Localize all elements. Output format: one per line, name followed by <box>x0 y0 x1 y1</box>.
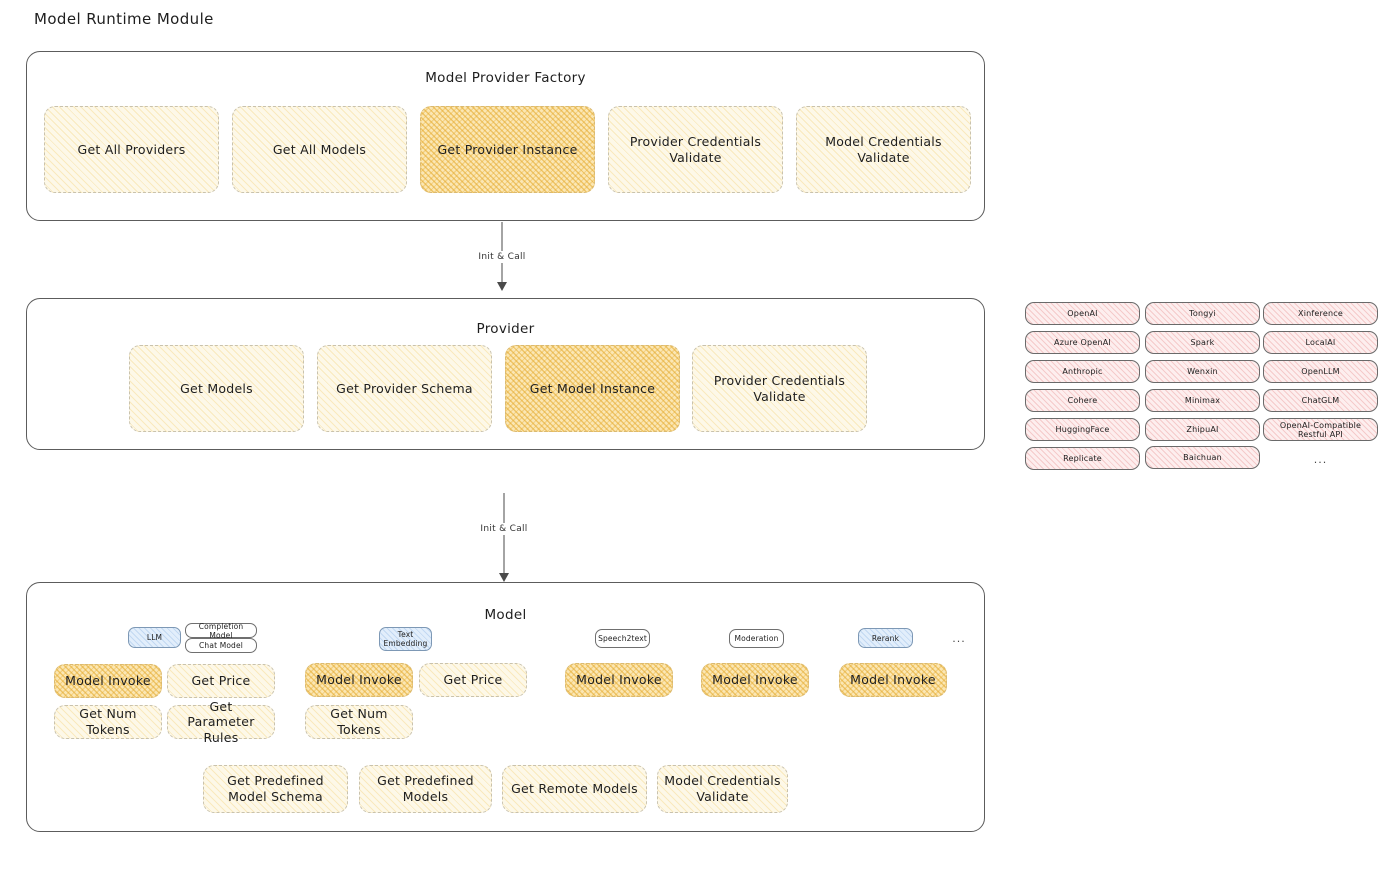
text-embedding-method-get-num-tokens[interactable]: Get Num Tokens <box>305 705 413 739</box>
provider-pill-minimax[interactable]: Minimax <box>1145 389 1260 412</box>
model-type-badge-rerank[interactable]: Rerank <box>858 628 913 648</box>
arrow-label-init-and-call-1: Init & Call <box>474 251 530 263</box>
rerank-method-model-invoke[interactable]: Model Invoke <box>839 663 947 697</box>
model-provider-factory-title: Model Provider Factory <box>425 70 586 86</box>
provider-pill-huggingface[interactable]: HuggingFace <box>1025 418 1140 441</box>
arrow-head <box>499 573 509 582</box>
provider-list-more-ellipsis: ... <box>1313 452 1328 466</box>
model-method-get-predefined-models[interactable]: Get Predefined Models <box>359 765 492 813</box>
arrow-head <box>497 282 507 291</box>
provider-pill-azure-openai[interactable]: Azure OpenAI <box>1025 331 1140 354</box>
speech2text-method-model-invoke[interactable]: Model Invoke <box>565 663 673 697</box>
provider-pill-localai[interactable]: LocalAI <box>1263 331 1378 354</box>
provider-pill-openai[interactable]: OpenAI <box>1025 302 1140 325</box>
model-method-get-remote-models[interactable]: Get Remote Models <box>502 765 647 813</box>
provider-title: Provider <box>476 321 535 337</box>
provider-pill-xinference[interactable]: Xinference <box>1263 302 1378 325</box>
model-method-model-credentials-validate[interactable]: Model Credentials Validate <box>657 765 788 813</box>
llm-method-get-num-tokens[interactable]: Get Num Tokens <box>54 705 162 739</box>
provider-method-get-model-instance[interactable]: Get Model Instance <box>505 345 680 432</box>
factory-method-get-all-models[interactable]: Get All Models <box>232 106 407 193</box>
provider-method-get-provider-schema[interactable]: Get Provider Schema <box>317 345 492 432</box>
factory-method-provider-credentials-validate[interactable]: Provider Credentials Validate <box>608 106 783 193</box>
page-title: Model Runtime Module <box>34 10 214 28</box>
factory-method-model-credentials-validate[interactable]: Model Credentials Validate <box>796 106 971 193</box>
provider-method-get-models[interactable]: Get Models <box>129 345 304 432</box>
provider-pill-chatglm[interactable]: ChatGLM <box>1263 389 1378 412</box>
model-type-badge-speech2text[interactable]: Speech2text <box>595 629 650 648</box>
provider-pill-spark[interactable]: Spark <box>1145 331 1260 354</box>
model-types-more-ellipsis: ... <box>952 631 966 645</box>
text-embedding-method-get-price[interactable]: Get Price <box>419 663 527 697</box>
arrow-provider-to-model <box>480 493 528 582</box>
provider-pill-baichuan[interactable]: Baichuan <box>1145 446 1260 469</box>
llm-method-get-price[interactable]: Get Price <box>167 664 275 698</box>
moderation-method-model-invoke[interactable]: Model Invoke <box>701 663 809 697</box>
provider-pill-zhipuai[interactable]: ZhipuAI <box>1145 418 1260 441</box>
model-subtype-badge-chat-model[interactable]: Chat Model <box>185 638 257 653</box>
provider-method-provider-credentials-validate[interactable]: Provider Credentials Validate <box>692 345 867 432</box>
text-embedding-method-model-invoke[interactable]: Model Invoke <box>305 663 413 697</box>
llm-method-get-parameter-rules[interactable]: Get Parameter Rules <box>167 699 275 745</box>
provider-pill-cohere[interactable]: Cohere <box>1025 389 1140 412</box>
model-title: Model <box>484 607 527 623</box>
provider-pill-replicate[interactable]: Replicate <box>1025 447 1140 470</box>
model-type-badge-moderation[interactable]: Moderation <box>729 629 784 648</box>
arrow-line <box>503 493 505 581</box>
model-method-get-predefined-model-schema[interactable]: Get Predefined Model Schema <box>203 765 348 813</box>
provider-pill-anthropic[interactable]: Anthropic <box>1025 360 1140 383</box>
provider-pill-tongyi[interactable]: Tongyi <box>1145 302 1260 325</box>
llm-method-model-invoke[interactable]: Model Invoke <box>54 664 162 698</box>
arrow-label-init-and-call-2: Init & Call <box>476 523 532 535</box>
provider-pill-openllm[interactable]: OpenLLM <box>1263 360 1378 383</box>
model-type-badge-text-embedding[interactable]: Text Embedding <box>379 627 432 651</box>
provider-pill-wenxin[interactable]: Wenxin <box>1145 360 1260 383</box>
provider-pill-openai-compatible-restful-api[interactable]: OpenAI-Compatible Restful API <box>1263 418 1378 441</box>
factory-method-get-all-providers[interactable]: Get All Providers <box>44 106 219 193</box>
model-subtype-badge-completion-model[interactable]: Completion Model <box>185 622 257 640</box>
model-type-badge-llm[interactable]: LLM <box>128 627 181 648</box>
factory-method-get-provider-instance[interactable]: Get Provider Instance <box>420 106 595 193</box>
